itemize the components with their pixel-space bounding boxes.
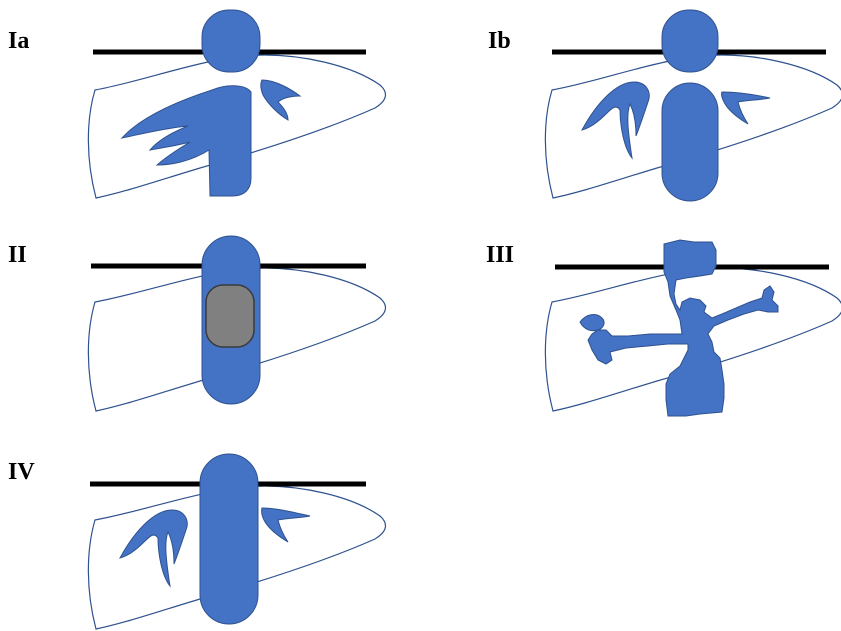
right-hepatic-branch	[262, 508, 310, 542]
right-hepatic-branch	[261, 80, 300, 120]
ivc-lower-segment	[662, 83, 718, 201]
panel-ii: II	[8, 236, 385, 411]
panel-label-iv: IV	[8, 459, 35, 485]
ivc-upper-segment	[202, 10, 260, 72]
panel-ib: Ib	[488, 10, 841, 201]
left-hepatic-branch	[120, 510, 187, 586]
ivc-mass	[206, 285, 254, 347]
hepatic-vein-thrombus	[122, 86, 251, 196]
panel-label-iii: III	[486, 242, 514, 268]
left-hepatic-branch	[582, 82, 649, 158]
panel-label-ii: II	[8, 242, 27, 268]
panel-iv: IV	[8, 454, 385, 629]
left-vein-stub	[580, 315, 604, 331]
panel-label-ib: Ib	[488, 28, 511, 54]
ivc-segment	[200, 454, 258, 624]
right-hepatic-branch	[722, 92, 770, 124]
ivc-upper-segment	[662, 10, 718, 72]
panel-iii: III	[486, 240, 841, 416]
panel-label-ia: Ia	[8, 28, 29, 54]
panel-ia: Ia	[8, 10, 385, 198]
